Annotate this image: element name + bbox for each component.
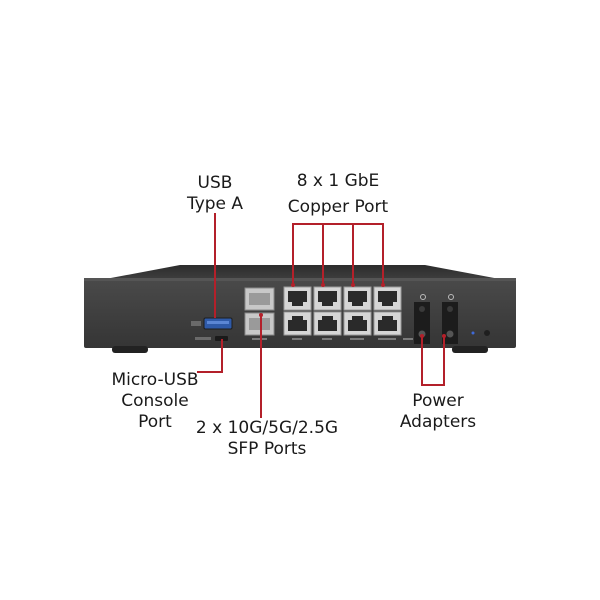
copper-port-8 — [373, 311, 402, 336]
micro-usb-label-line3: Port — [138, 412, 172, 432]
callout-marker — [259, 313, 263, 317]
sfp-label-mark — [252, 338, 267, 340]
power-icon — [448, 294, 454, 300]
copper-port-7 — [343, 311, 372, 336]
copper-port-2 — [313, 286, 342, 311]
port-label-mark — [403, 338, 413, 340]
console-label-mark — [195, 337, 211, 340]
callout-marker — [291, 283, 295, 287]
port-label-mark — [350, 338, 364, 340]
chassis-top — [100, 265, 505, 280]
callout-marker — [321, 283, 325, 287]
copper-port-label: 8 x 1 GbE Copper Port — [278, 171, 398, 218]
copper-callout-bracket — [292, 223, 384, 283]
usb-type-a-label-line1: USB — [197, 173, 233, 193]
micro-usb-callout-line — [197, 339, 223, 373]
micro-usb-console-port — [195, 336, 228, 341]
callout-lines — [197, 213, 445, 418]
sfp-ports — [244, 287, 275, 340]
power-adapter-inputs — [414, 294, 490, 344]
sfp-label-line1: 2 x 10G/5G/2.5G — [195, 418, 339, 438]
callout-marker — [420, 334, 424, 338]
micro-usb-console-label: Micro-USB Console Port — [105, 370, 205, 433]
port-label-mark — [292, 338, 302, 340]
copper-port-label-line2: Copper Port — [287, 197, 389, 217]
sfp-ports-label: 2 x 10G/5G/2.5G SFP Ports — [192, 418, 342, 460]
copper-port-6 — [313, 311, 342, 336]
reset-button-hole — [484, 330, 490, 336]
copper-port-5 — [283, 311, 312, 336]
status-led — [471, 331, 475, 335]
power-adapters-label: Power Adapters — [388, 391, 488, 433]
power-input-2 — [442, 302, 458, 344]
port-label-mark — [378, 338, 396, 340]
foot-left — [112, 346, 148, 353]
copper-ports — [283, 286, 413, 340]
foot-right — [452, 346, 488, 353]
micro-usb-label-line2: Console — [121, 391, 189, 411]
power-icon — [420, 294, 426, 300]
copper-port-1 — [283, 286, 312, 311]
usb-type-a-label: USB Type A — [175, 173, 255, 215]
copper-port-label-line1: 8 x 1 GbE — [296, 171, 380, 191]
micro-usb-label-line1: Micro-USB — [111, 370, 199, 390]
copper-port-4 — [373, 286, 402, 311]
power-input-1 — [414, 302, 430, 344]
usb-label-mark — [191, 321, 201, 326]
power-label-line1: Power — [412, 391, 464, 411]
callout-markers — [259, 283, 446, 338]
callout-marker — [381, 283, 385, 287]
callout-marker — [442, 334, 446, 338]
sfp-label-line2: SFP Ports — [227, 439, 307, 459]
power-label-line2: Adapters — [399, 412, 477, 432]
usb-type-a-port — [191, 317, 233, 330]
copper-port-3 — [343, 286, 372, 311]
callout-marker — [351, 283, 355, 287]
sfp-port-2-cage — [249, 318, 270, 330]
chassis-edge — [84, 278, 516, 281]
sfp-port-1-cage — [249, 293, 270, 305]
port-label-mark — [322, 338, 332, 340]
usb-type-a-label-line2: Type A — [186, 194, 244, 214]
power-callout-bracket — [421, 336, 445, 386]
